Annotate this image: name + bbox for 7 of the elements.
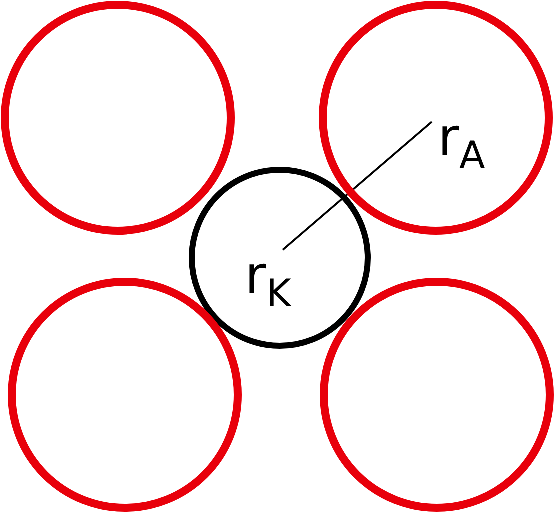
radius-label: r$_{K}$ bbox=[245, 250, 292, 312]
anion-circle bbox=[8, 278, 242, 512]
anion-circle bbox=[1, 1, 235, 235]
anion-circle bbox=[320, 278, 554, 512]
anion-circle bbox=[319, 1, 553, 235]
radius-label: r$_{A}$ bbox=[438, 112, 486, 174]
cation-circle bbox=[189, 167, 371, 349]
